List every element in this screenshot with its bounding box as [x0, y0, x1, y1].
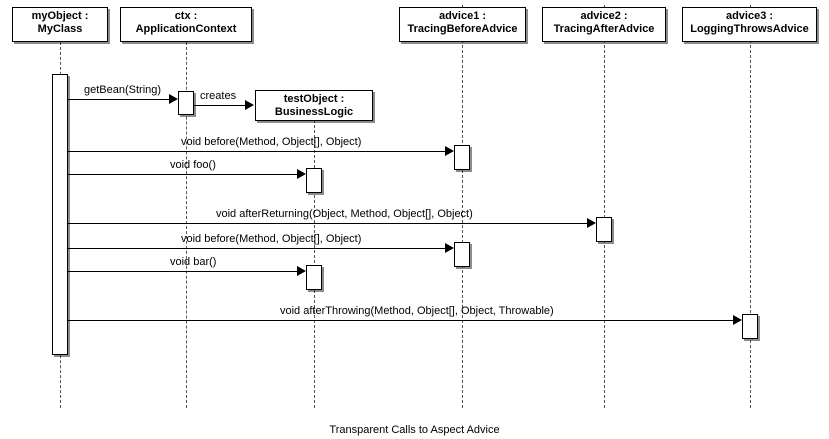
lifeline-head-testObject-line1: testObject : — [283, 93, 345, 105]
activation-testObject-bar — [306, 265, 322, 290]
message-label-afterThrowing: void afterThrowing(Method, Object[], Obj… — [280, 305, 554, 317]
lifeline-head-advice3[interactable]: advice3 : LoggingThrowsAdvice — [682, 7, 817, 42]
message-arrow-before-1 — [445, 146, 454, 156]
lifeline-head-advice3-line1: advice3 : — [725, 10, 774, 22]
message-line-creates — [194, 105, 246, 106]
activation-advice2-afterReturning — [596, 217, 612, 242]
lifeline-head-advice1-line1: advice1 : — [438, 10, 487, 22]
message-label-before-1: void before(Method, Object[], Object) — [181, 136, 362, 148]
message-line-afterReturning — [68, 223, 588, 224]
activation-testObject-foo — [306, 168, 322, 193]
message-arrow-afterReturning — [587, 218, 596, 228]
message-line-before-1 — [68, 151, 446, 152]
lifeline-head-myObject-line2: MyClass — [37, 23, 83, 35]
lifeline-head-advice2-line2: TracingAfterAdvice — [553, 23, 655, 35]
message-label-afterReturning: void afterReturning(Object, Method, Obje… — [216, 208, 473, 220]
lifeline-advice1 — [462, 5, 463, 408]
message-label-bar: void bar() — [170, 256, 217, 268]
diagram-caption: Transparent Calls to Aspect Advice — [329, 424, 500, 436]
lifeline-ctx — [186, 42, 187, 408]
message-line-bar — [68, 271, 298, 272]
message-arrow-afterThrowing — [733, 315, 742, 325]
lifeline-head-testObject[interactable]: testObject : BusinessLogic — [255, 90, 373, 121]
lifeline-head-myObject[interactable]: myObject : MyClass — [12, 7, 108, 42]
activation-ctx — [178, 91, 194, 115]
message-arrow-foo — [297, 169, 306, 179]
message-label-creates: creates — [200, 90, 237, 102]
message-line-getBean — [68, 99, 170, 100]
message-label-getBean: getBean(String) — [84, 84, 162, 96]
lifeline-head-ctx-line1: ctx : — [174, 10, 198, 22]
lifeline-head-advice2[interactable]: advice2 : TracingAfterAdvice — [542, 7, 666, 42]
lifeline-head-advice1[interactable]: advice1 : TracingBeforeAdvice — [399, 7, 526, 42]
lifeline-advice3 — [750, 5, 751, 408]
lifeline-head-ctx-line2: ApplicationContext — [135, 23, 237, 35]
lifeline-testObject — [314, 120, 315, 408]
activation-advice1-before1 — [454, 145, 470, 170]
lifeline-head-myObject-line1: myObject : — [31, 10, 89, 22]
lifeline-head-testObject-line2: BusinessLogic — [274, 106, 354, 118]
activation-advice1-before2 — [454, 242, 470, 267]
message-line-afterThrowing — [68, 320, 734, 321]
lifeline-advice2 — [604, 5, 605, 408]
message-label-before-2: void before(Method, Object[], Object) — [181, 233, 362, 245]
message-arrow-getBean — [169, 94, 178, 104]
message-arrow-before-2 — [445, 243, 454, 253]
activation-advice3-afterThrowing — [742, 314, 758, 339]
message-arrow-bar — [297, 266, 306, 276]
message-line-before-2 — [68, 248, 446, 249]
lifeline-head-advice3-line2: LoggingThrowsAdvice — [690, 23, 809, 35]
lifeline-head-advice2-line1: advice2 : — [580, 10, 628, 22]
activation-myObject — [52, 74, 68, 355]
message-line-foo — [68, 174, 298, 175]
lifeline-head-ctx[interactable]: ctx : ApplicationContext — [120, 7, 252, 42]
message-label-foo: void foo() — [170, 159, 216, 171]
lifeline-head-advice1-line2: TracingBeforeAdvice — [407, 23, 518, 35]
message-arrow-creates — [245, 100, 254, 110]
